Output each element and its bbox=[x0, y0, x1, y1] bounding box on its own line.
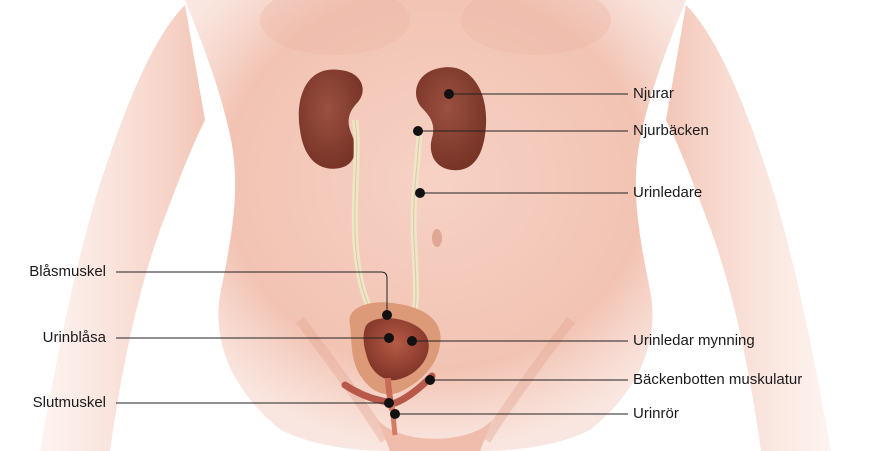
dot-njurar bbox=[444, 89, 454, 99]
label-slutmuskel: Slutmuskel bbox=[6, 394, 106, 412]
label-blasmuskel: Blåsmuskel bbox=[6, 263, 106, 281]
dot-urinledare bbox=[415, 188, 425, 198]
dot-njurbacken bbox=[413, 126, 423, 136]
left-arm bbox=[40, 5, 205, 451]
label-backenbotten: Bäckenbotten muskulatur bbox=[633, 371, 802, 389]
dot-urinblasa bbox=[384, 333, 394, 343]
dot-slutmuskel bbox=[384, 398, 394, 408]
label-urinror: Urinrör bbox=[633, 405, 679, 423]
torso bbox=[185, 0, 686, 451]
label-urinledare: Urinledare bbox=[633, 184, 702, 202]
label-urinblasa: Urinblåsa bbox=[6, 329, 106, 347]
dot-backenbotten bbox=[425, 375, 435, 385]
label-urinledar-mynning: Urinledar mynning bbox=[633, 332, 755, 350]
label-njurar: Njurar bbox=[633, 85, 674, 103]
dot-urinror bbox=[390, 409, 400, 419]
navel bbox=[432, 229, 442, 247]
dot-blasmuskel bbox=[382, 310, 392, 320]
label-njurbacken: Njurbäcken bbox=[633, 122, 709, 140]
dot-urinledar-mynning bbox=[407, 336, 417, 346]
